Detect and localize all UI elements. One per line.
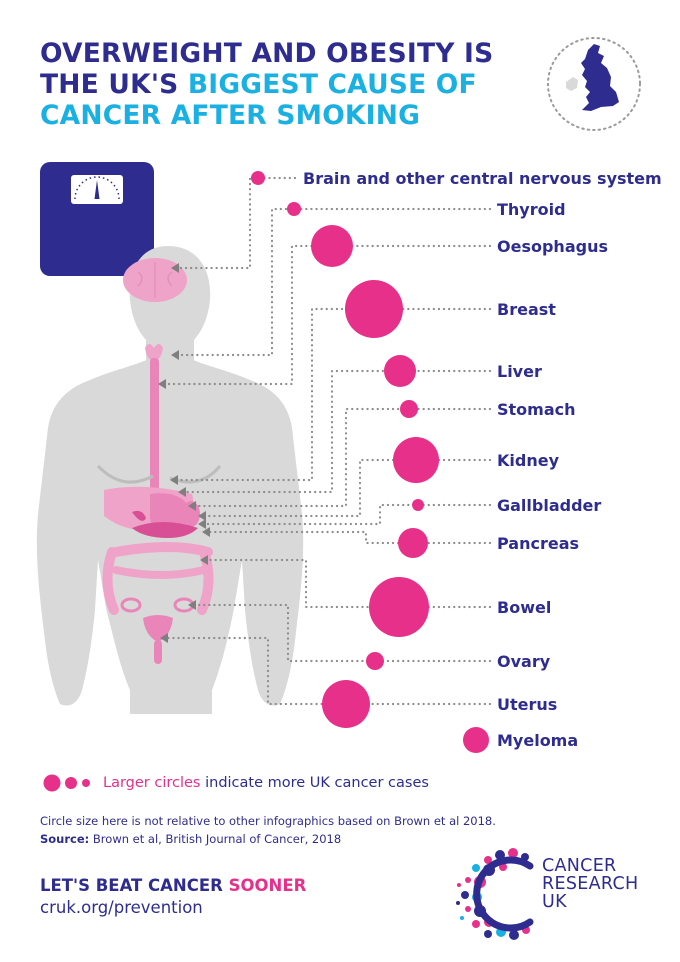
circle-myeloma: [463, 727, 489, 753]
label-brain: Brain and other central nervous system: [303, 169, 662, 188]
connector-arrows: [158, 263, 210, 643]
circle-pancreas: [398, 528, 428, 558]
organ-gallbladder: [132, 510, 146, 521]
cta-prefix: LET'S BEAT CANCER: [40, 876, 229, 895]
cancer-labels: Brain and other central nervous system T…: [303, 169, 662, 750]
label-uterus: Uterus: [497, 695, 557, 714]
label-ovary: Ovary: [497, 652, 551, 671]
uk-map-icon: [547, 37, 641, 131]
label-kidney: Kidney: [497, 451, 560, 470]
circle-bowel: [369, 577, 429, 637]
cta-url-link[interactable]: cruk.org/prevention: [40, 898, 203, 917]
incidence-circles: [251, 171, 489, 753]
footnote: Circle size here is not relative to othe…: [40, 812, 496, 848]
call-to-action: LET'S BEAT CANCER SOONER cruk.org/preven…: [40, 875, 306, 919]
cta-highlight: SOONER: [228, 876, 307, 895]
headline: OVERWEIGHT AND OBESITY IS THE UK'S BIGGE…: [40, 38, 493, 131]
headline-line-2: THE UK'S BIGGEST CAUSE OF: [40, 69, 493, 100]
circle-liver: [384, 355, 416, 387]
circle-breast: [345, 280, 403, 338]
brand-line-1: CANCER: [542, 856, 617, 876]
label-stomach: Stomach: [497, 400, 576, 419]
brand-line-2: RESEARCH: [542, 874, 639, 894]
label-breast: Breast: [497, 300, 556, 319]
source-text: Brown et al, British Journal of Cancer, …: [89, 832, 342, 846]
organ-oesophagus: [150, 358, 159, 498]
label-thyroid: Thyroid: [497, 200, 566, 219]
legend-highlight: Larger circles: [103, 775, 201, 791]
circle-uterus: [322, 680, 370, 728]
circle-ovary: [366, 652, 384, 670]
circle-oesophagus: [311, 225, 353, 267]
headline-line-1: OVERWEIGHT AND OBESITY IS: [40, 38, 494, 69]
circle-thyroid: [287, 202, 301, 216]
legend-text: indicate more UK cancer cases: [200, 775, 429, 791]
label-gallbladder: Gallbladder: [497, 496, 601, 515]
label-pancreas: Pancreas: [497, 534, 579, 553]
circle-kidney: [393, 437, 439, 483]
bathroom-scale-icon: [40, 162, 154, 276]
brand-line-3: UK: [542, 892, 567, 912]
source-line: Source: Brown et al, British Journal of …: [40, 830, 496, 848]
legend-dots: [43, 774, 90, 792]
headline-line-3: CANCER AFTER SMOKING: [40, 100, 421, 131]
label-bowel: Bowel: [497, 598, 551, 617]
label-oesophagus: Oesophagus: [497, 237, 608, 256]
circle-gallbladder: [412, 499, 424, 511]
organ-pancreas: [132, 522, 198, 538]
footnote-line: Circle size here is not relative to othe…: [40, 814, 496, 828]
cruk-wordmark: CANCER RESEARCH UK: [542, 857, 638, 911]
legend: Larger circles indicate more UK cancer c…: [43, 773, 429, 793]
cruk-logo-icon: [456, 848, 534, 940]
circle-stomach: [400, 400, 418, 418]
organ-breast-left: [96, 464, 154, 484]
organ-thyroid: [145, 344, 163, 362]
organ-ovary-left: [120, 597, 142, 613]
source-label: Source:: [40, 832, 90, 846]
headline-line-2-highlight: BIGGEST CAUSE OF: [187, 69, 477, 100]
label-liver: Liver: [497, 362, 542, 381]
label-myeloma: Myeloma: [497, 731, 578, 750]
headline-line-2-prefix: THE UK'S: [40, 69, 188, 100]
circle-brain: [251, 171, 265, 185]
